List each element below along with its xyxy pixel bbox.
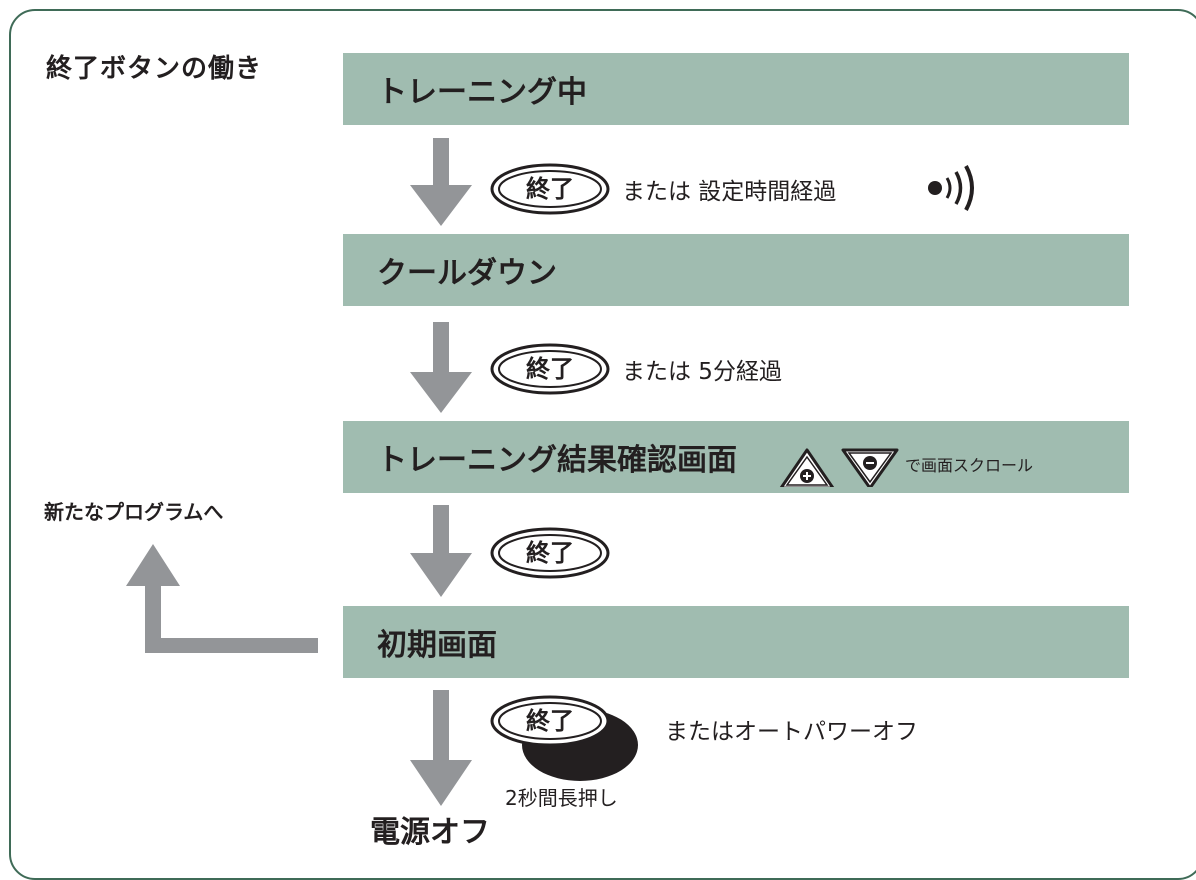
down-arrow-4 (410, 690, 472, 806)
scroll-hint-text: で画面スクロール (905, 456, 1034, 475)
end-button-1[interactable]: 終了 (490, 163, 620, 215)
condition-2: または 5分経過 (622, 359, 782, 385)
step-cooldown-label: クールダウン (377, 256, 557, 291)
new-program-label: 新たなプログラムへ (44, 500, 224, 524)
sound-icon (928, 165, 974, 211)
condition-1: または 設定時間経過 (622, 179, 837, 205)
down-arrow-3 (410, 505, 472, 597)
end-button-2[interactable]: 終了 (490, 343, 620, 395)
step-power-off: 電源オフ (370, 815, 490, 850)
diagram-title: 終了ボタンの働き (46, 54, 263, 84)
end-button-3[interactable]: 終了 (490, 527, 620, 579)
step-results: トレーニング結果確認画面 (343, 421, 1129, 493)
minus-triangle-icon (841, 448, 899, 487)
condition-4: またはオートパワーオフ (665, 719, 918, 745)
end-button-long-press-label: 終了 (526, 707, 574, 735)
end-button-1-label: 終了 (526, 175, 574, 203)
step-results-label: トレーニング結果確認画面 (377, 443, 737, 478)
plus-triangle-icon (779, 448, 835, 487)
end-button-2-label: 終了 (526, 355, 574, 383)
scroll-buttons (779, 448, 899, 487)
return-arrow (126, 544, 318, 653)
step-training: トレーニング中 (343, 53, 1129, 125)
step-cooldown: クールダウン (343, 234, 1129, 306)
step-initial-label: 初期画面 (377, 628, 497, 663)
hold-note: 2秒間長押し (505, 786, 618, 810)
down-arrow-1 (410, 138, 472, 226)
end-button-long-press[interactable]: 終了 (490, 695, 650, 785)
down-arrow-2 (410, 322, 472, 413)
end-button-3-label: 終了 (526, 539, 574, 567)
step-initial: 初期画面 (343, 606, 1129, 678)
step-training-label: トレーニング中 (377, 75, 587, 110)
